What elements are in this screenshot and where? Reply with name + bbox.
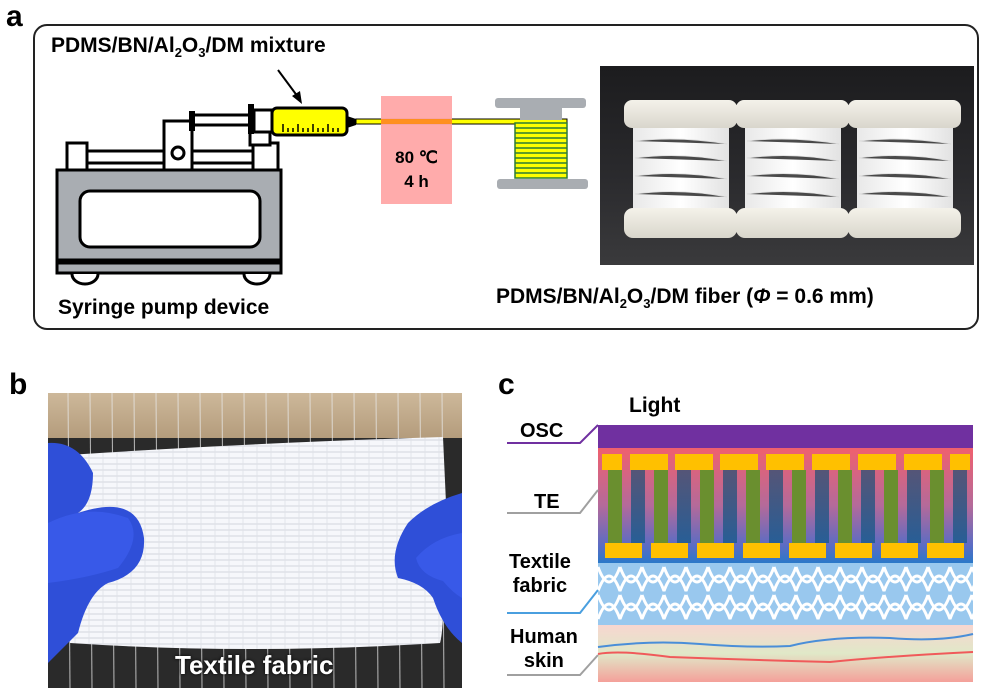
phi-symbol: Φ [753, 285, 771, 308]
osc-callout-line [507, 424, 599, 444]
bottom-electrode [697, 543, 734, 558]
spool-3 [848, 100, 961, 238]
loom-roller [48, 393, 462, 438]
panel-a-letter: a [6, 0, 23, 33]
p-type-leg [930, 470, 944, 543]
fiber-label-part: PDMS/BN/Al [496, 285, 620, 308]
heat-box-text: 80 ℃ 4 h [381, 146, 452, 194]
p-type-leg [700, 470, 714, 543]
fabric-callout-line [507, 589, 599, 614]
mixture-label-sub: 3 [198, 45, 206, 61]
n-type-leg [953, 470, 967, 543]
fiber-label-part: = 0.6 mm) [770, 285, 874, 308]
p-type-leg [654, 470, 668, 543]
osc-label: OSC [520, 420, 564, 442]
top-electrode [720, 454, 758, 470]
bottom-electrode [835, 543, 872, 558]
skin-callout-line [507, 654, 599, 676]
mixture-label-sub: 2 [174, 45, 182, 61]
spool-1 [624, 100, 737, 238]
bottom-electrode [789, 543, 826, 558]
pump-label: Syringe pump device [58, 296, 270, 319]
fabric-weave-strand [596, 574, 986, 592]
p-type-leg [746, 470, 760, 543]
te-label: TE [534, 491, 560, 513]
pump-wheel [70, 273, 100, 286]
n-type-leg [907, 470, 921, 543]
skin-blood-vessel-red [597, 651, 974, 664]
p-type-leg [608, 470, 622, 543]
bottom-electrode [927, 543, 964, 558]
bottom-electrode [881, 543, 918, 558]
n-type-leg [769, 470, 783, 543]
syringe-pump-illustration [55, 69, 588, 286]
mixture-label: PDMS/BN/Al2O3/DM mixture [51, 34, 326, 60]
human-skin-label: Human skin [510, 625, 578, 673]
n-type-leg [677, 470, 691, 543]
bottom-electrode [605, 543, 642, 558]
top-electrode [602, 454, 622, 470]
top-electrode [766, 454, 804, 470]
textile-fabric-layer [598, 563, 973, 625]
textile-fabric-photo [48, 393, 462, 688]
n-type-leg [815, 470, 829, 543]
skin-blood-vessel-blue [597, 633, 974, 648]
fabric-weave-strand [596, 594, 986, 612]
pump-display [78, 189, 262, 249]
textile-fabric-label-line: Textile [509, 551, 571, 573]
n-type-leg [861, 470, 875, 543]
heat-box [381, 96, 452, 204]
p-type-leg [838, 470, 852, 543]
fabric-weave-strand [596, 566, 986, 584]
textile-fabric-label-line: fabric [512, 575, 568, 597]
pump-knob [170, 145, 186, 161]
te-callout-line [507, 489, 599, 514]
fiber-label-sub: 3 [643, 296, 651, 312]
n-type-leg [723, 470, 737, 543]
top-electrode [858, 454, 896, 470]
mixture-label-part: PDMS/BN/Al [51, 34, 175, 57]
panel-b-letter: b [9, 368, 28, 401]
panel-c-letter: c [498, 368, 515, 401]
fiber-label-sub: 2 [619, 296, 627, 312]
human-skin-layer [598, 625, 973, 682]
bottom-electrode [651, 543, 688, 558]
top-electrode [675, 454, 713, 470]
heat-temperature: 80 ℃ [395, 148, 438, 167]
spool-coil [514, 122, 568, 179]
human-skin-label-line: skin [523, 650, 564, 672]
top-electrode [904, 454, 942, 470]
fiber-spools-photo [600, 66, 974, 265]
fabric-weave-strand [596, 602, 986, 620]
light-label: Light [629, 394, 681, 417]
p-type-leg [792, 470, 806, 543]
woven-fabric [66, 437, 447, 649]
osc-layer [598, 425, 973, 448]
pump-carriage [162, 119, 194, 172]
top-electrode [630, 454, 668, 470]
mixture-label-part: O [181, 34, 199, 57]
panel-a-frame [33, 24, 979, 330]
spool-bottom [497, 179, 588, 189]
fiber-label-part: O [626, 285, 644, 308]
fiber-label: PDMS/BN/Al2O3/DM fiber (Φ = 0.6 mm) [496, 285, 874, 311]
bottom-electrode [743, 543, 780, 558]
textile-fabric-caption: Textile fabric [175, 650, 334, 680]
spool-2 [736, 100, 849, 238]
human-skin-label-line: Human [510, 626, 578, 648]
n-type-leg [631, 470, 645, 543]
top-electrode [812, 454, 850, 470]
top-electrode [950, 454, 970, 470]
mixture-label-part: /DM mixture [205, 34, 326, 57]
fiber-label-part: /DM fiber ( [650, 285, 754, 308]
device-stack-illustration [507, 424, 986, 682]
heat-duration: 4 h [404, 172, 429, 191]
p-type-leg [884, 470, 898, 543]
pointer-arrow-icon [277, 69, 302, 104]
spool-top [495, 98, 586, 108]
pump-wheel [242, 273, 272, 286]
fiber-strand [355, 118, 568, 125]
textile-fabric-label: Textile fabric [509, 550, 571, 598]
